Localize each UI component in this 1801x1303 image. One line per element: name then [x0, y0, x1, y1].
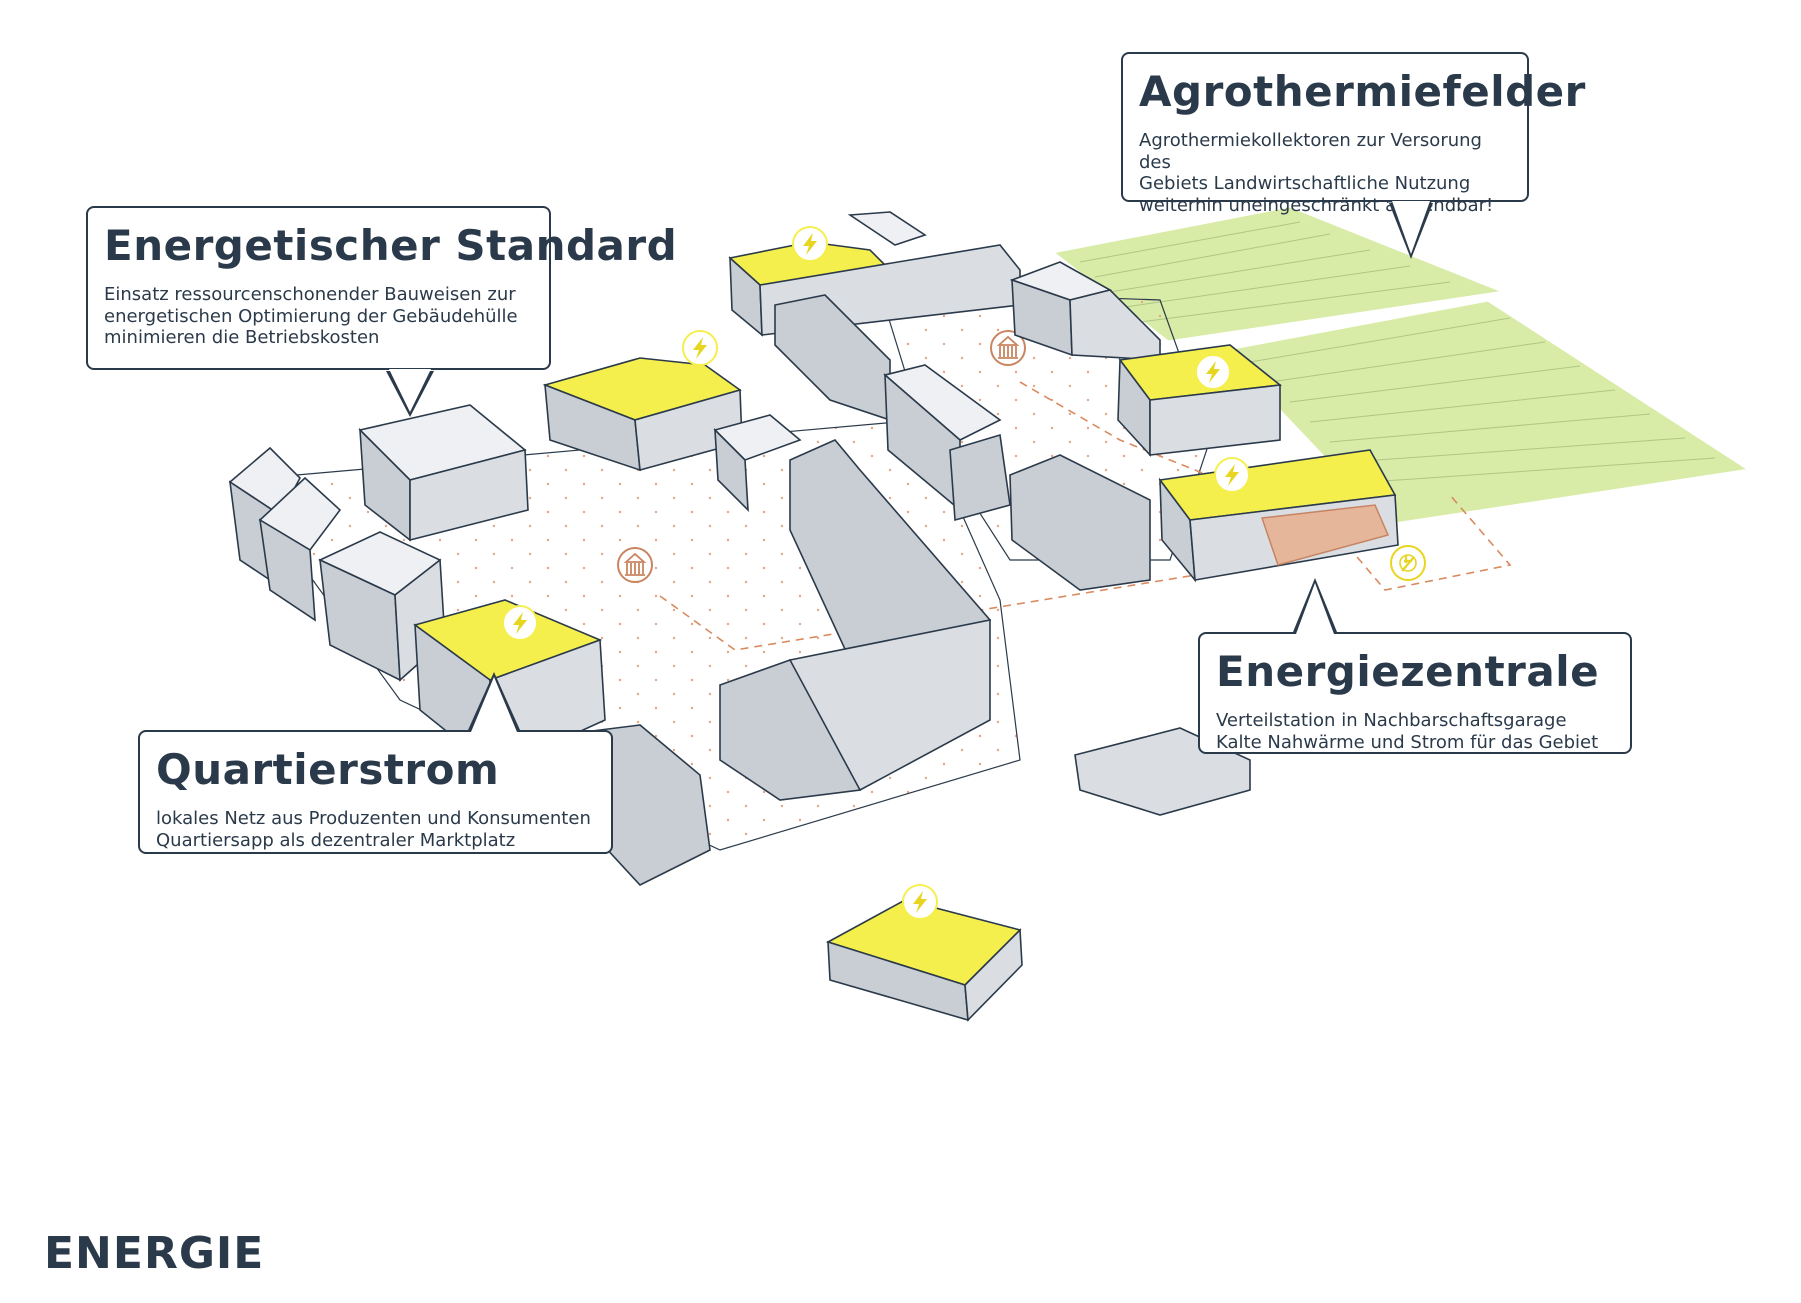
building-group-right	[1009, 261, 1427, 816]
callout-title: Agrothermiefelder	[1139, 67, 1586, 116]
callout-pointer-fill	[1392, 201, 1430, 254]
lightning-bolt-icon	[502, 605, 538, 641]
callout-box: Energetischer Standard Einsatz ressource…	[86, 206, 678, 370]
building-group-center	[617, 211, 1151, 801]
callout-text: Einsatz ressourcenschonender Bauweisen z…	[104, 284, 518, 349]
callout-text: Verteilstation in Nachbarschaftsgarage K…	[1216, 710, 1599, 753]
agro-collector-lines	[1079, 221, 1716, 483]
lightning-bolt-icon	[902, 884, 938, 920]
building-columns-icon	[617, 547, 653, 583]
lightning-bolt-icon	[792, 226, 828, 262]
callout-box: Quartierstrom lokales Netz aus Produzent…	[138, 730, 613, 854]
callout-agrothermiefelder: Agrothermiefelder Agrothermiekollektoren…	[1121, 52, 1586, 259]
page-label: ENERGIE	[44, 1228, 265, 1279]
solar-pavilion	[825, 884, 1023, 1022]
callout-text: Agrothermiekollektoren zur Versorung des…	[1139, 130, 1494, 217]
callout-box: Energiezentrale Verteilstation in Nachba…	[1198, 632, 1632, 754]
lightning-bolt-icon	[1195, 354, 1231, 390]
callout-title: Energetischer Standard	[104, 221, 678, 270]
lightning-bolt-icon	[682, 330, 718, 366]
callout-energiezentrale: Energiezentrale Verteilstation in Nachba…	[1198, 578, 1632, 754]
building-group-left	[228, 330, 743, 886]
callout-pointer-fill	[389, 369, 431, 412]
callout-title: Energiezentrale	[1216, 647, 1600, 696]
plug-icon	[1389, 544, 1427, 582]
callout-pointer-fill	[471, 677, 517, 732]
callout-quartierstrom: Quartierstrom lokales Netz aus Produzent…	[138, 672, 613, 854]
callout-pointer-fill	[1296, 583, 1334, 634]
callout-title: Quartierstrom	[156, 745, 500, 794]
callout-box: Agrothermiefelder Agrothermiekollektoren…	[1121, 52, 1586, 216]
lightning-bolt-icon	[1214, 457, 1250, 493]
energy-center-highlight	[1260, 504, 1390, 566]
callout-energetischer-standard: Energetischer Standard Einsatz ressource…	[86, 206, 678, 417]
callout-text: lokales Netz aus Produzenten und Konsume…	[156, 808, 591, 851]
